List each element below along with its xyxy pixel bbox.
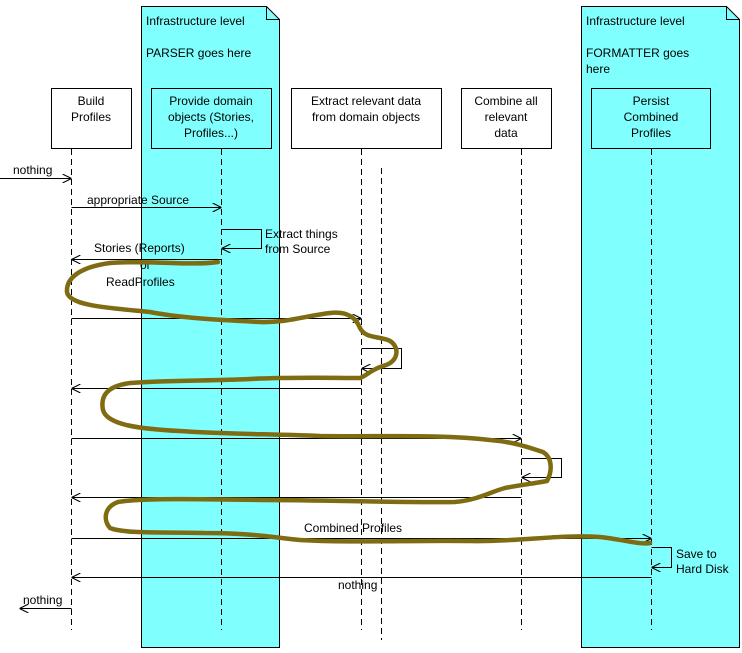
label-or: or: [140, 258, 151, 272]
note-formatter-shape: [581, 6, 740, 648]
lifeline-persist-label-2: Combined: [624, 110, 679, 124]
lifeline-head-extract[interactable]: Extract relevant data from domain object…: [291, 88, 442, 149]
lifeline-combine-label-3: data: [494, 126, 518, 140]
note-formatter-fold: [726, 6, 740, 20]
lifeline-extract-label-2: from domain objects: [312, 110, 420, 124]
lifeline-provide-label-3: Profiles...): [184, 126, 238, 140]
lifeline-build-label-2: Profiles: [71, 110, 111, 124]
note-parser-fold: [266, 6, 280, 20]
label-extract-things-1: Extract things: [265, 227, 338, 241]
note-formatter-body-line1: FORMATTER goes: [586, 46, 689, 60]
lifeline-provide-label-2: objects (Stories,: [168, 110, 254, 124]
lifeline-build-label-1: Build: [78, 94, 105, 108]
label-in-nothing: nothing: [13, 163, 52, 177]
lifeline-combine-label-1: Combine all: [474, 94, 537, 108]
message-combine-self-arrow[interactable]: [521, 458, 562, 478]
lifeline-combine-label-2: relevant: [485, 110, 528, 124]
note-parser: Infrastructure level PARSER goes here: [141, 6, 280, 648]
lifeline-persist-label-1: Persist: [633, 94, 670, 108]
label-appropriate-source: appropriate Source: [87, 193, 189, 207]
lifelines: [71, 149, 652, 640]
note-parser-shape: [141, 6, 280, 648]
note-formatter-title: Infrastructure level: [586, 14, 685, 28]
label-return-nothing: nothing: [338, 578, 377, 592]
message-labels: nothing appropriate Source Extract thing…: [13, 163, 730, 607]
label-stories-reports: Stories (Reports): [94, 241, 185, 255]
lifeline-head-combine[interactable]: Combine all relevant data: [461, 88, 552, 149]
label-extract-things-2: from Source: [265, 242, 331, 256]
lifeline-extract-label-1: Extract relevant data: [311, 94, 421, 108]
label-out-nothing: nothing: [23, 593, 62, 607]
lifeline-provide-label-1: Provide domain: [169, 94, 252, 108]
lifeline-head-provide[interactable]: Provide domain objects (Stories, Profile…: [151, 88, 272, 149]
note-formatter: Infrastructure level FORMATTER goes here: [581, 6, 740, 648]
label-save-2: Hard Disk: [676, 562, 730, 576]
note-parser-body: PARSER goes here: [146, 46, 251, 60]
message-extract-things-self-arrow[interactable]: [221, 229, 262, 249]
label-combined-profiles: Combined Profiles: [304, 521, 402, 535]
note-parser-title: Infrastructure level: [146, 14, 245, 28]
lifeline-head-build[interactable]: Build Profiles: [51, 88, 132, 149]
lifeline-persist-label-3: Profiles: [631, 126, 671, 140]
label-read-profiles: ReadProfiles: [106, 275, 175, 289]
message-save-self-arrow[interactable]: [651, 547, 672, 568]
lifeline-head-persist[interactable]: Persist Combined Profiles: [591, 88, 711, 149]
label-save-1: Save to: [676, 547, 717, 561]
hand-drawn-scribble: [64, 259, 653, 546]
note-formatter-body-line2: here: [586, 62, 610, 76]
